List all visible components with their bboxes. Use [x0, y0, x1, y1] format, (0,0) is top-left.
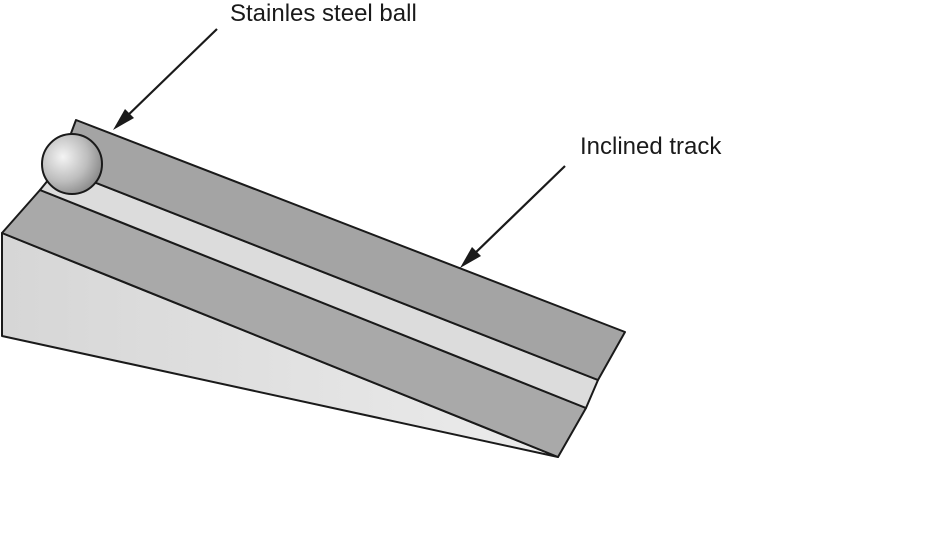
- track-label: Inclined track: [580, 133, 722, 160]
- steel-ball: [41, 133, 103, 195]
- ball-label: Stainles steel ball: [230, 0, 417, 27]
- track-arrow: [460, 165, 566, 268]
- ball-arrow: [113, 28, 218, 130]
